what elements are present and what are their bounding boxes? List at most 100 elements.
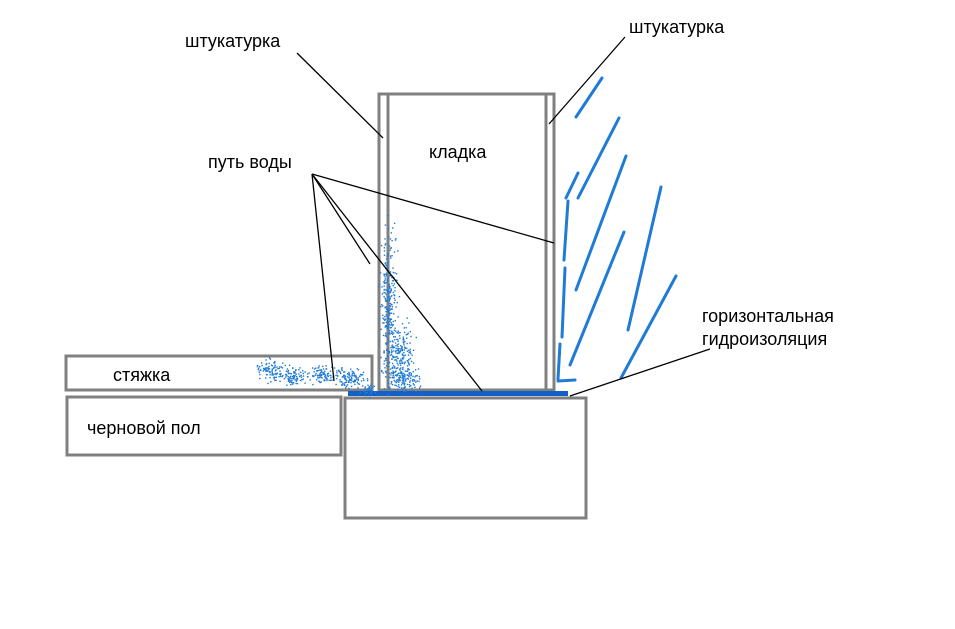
water-droplet (329, 374, 331, 376)
water-droplet (350, 382, 352, 384)
water-droplet (406, 370, 409, 372)
water-droplet (416, 375, 418, 377)
water-droplet (364, 387, 366, 389)
water-droplet (386, 320, 389, 322)
water-droplet (356, 381, 359, 383)
water-droplet (355, 376, 357, 378)
water-droplet (302, 378, 304, 380)
water-droplet (290, 382, 293, 384)
water-droplet (393, 356, 395, 358)
water-droplet (315, 367, 317, 369)
water-droplet (395, 345, 397, 347)
water-droplet (309, 379, 311, 381)
water-droplet (357, 377, 359, 379)
water-droplet (275, 369, 277, 371)
water-droplet (391, 347, 394, 349)
water-droplet (341, 383, 343, 386)
water-droplet (383, 247, 386, 249)
water-droplet (382, 334, 385, 337)
water-droplet (390, 308, 392, 310)
water-droplet (401, 362, 403, 364)
water-droplet (399, 368, 401, 370)
water-droplet (405, 389, 407, 391)
water-droplet (271, 369, 274, 371)
water-droplet (384, 297, 386, 299)
water-droplet (340, 372, 342, 375)
water-droplet (397, 330, 399, 332)
water-droplet (302, 375, 305, 377)
water-droplet (390, 324, 392, 326)
water-droplet (265, 369, 267, 372)
water-droplet (389, 249, 391, 251)
water-droplet (412, 375, 414, 378)
water-droplet (324, 375, 326, 377)
water-droplet (312, 383, 314, 386)
water-droplet (378, 340, 381, 342)
water-droplet (355, 377, 357, 379)
water-droplet (399, 351, 401, 354)
water-droplet (393, 329, 396, 331)
water-droplet (266, 370, 269, 372)
water-droplet (395, 350, 397, 352)
water-droplet (293, 377, 295, 379)
water-droplet (387, 356, 389, 358)
water-droplet (411, 354, 413, 356)
water-droplet (319, 369, 321, 371)
water-droplet (403, 342, 405, 344)
water-droplet (276, 366, 278, 368)
water-droplet (397, 357, 399, 360)
water-droplet (269, 371, 271, 374)
water-droplet (393, 346, 395, 348)
water-droplet (397, 373, 399, 376)
water-droplet (393, 376, 395, 378)
water-droplet (351, 372, 354, 374)
water-droplet (410, 372, 413, 375)
water-droplet (348, 371, 350, 374)
water-droplet (402, 341, 404, 343)
water-droplet (388, 287, 391, 290)
water-droplet (400, 347, 403, 350)
water-droplet (390, 381, 393, 383)
water-droplet (331, 379, 333, 381)
water-droplet (316, 379, 318, 381)
water-droplet (274, 372, 277, 375)
water-droplet (389, 309, 391, 311)
water-droplet (276, 372, 279, 374)
water-droplet (316, 370, 318, 372)
water-droplet (385, 335, 388, 338)
water-droplet (286, 375, 288, 377)
water-droplet (389, 285, 391, 288)
water-droplet (410, 374, 412, 376)
water-droplet (391, 366, 394, 369)
water-droplet (268, 357, 271, 359)
water-droplet (388, 289, 390, 291)
water-droplet (287, 369, 290, 372)
water-droplet (392, 324, 394, 326)
water-droplet (373, 385, 375, 388)
water-droplet (292, 382, 295, 384)
water-droplet (302, 372, 304, 375)
water-droplet (363, 379, 365, 382)
water-droplet (388, 296, 390, 298)
water-droplet (273, 378, 275, 380)
water-droplet (392, 320, 394, 323)
water-droplet (384, 244, 386, 246)
water-droplet (414, 369, 417, 371)
water-droplet (388, 298, 390, 301)
water-droplet (409, 380, 411, 382)
water-droplet (323, 373, 326, 375)
water-droplet (313, 375, 315, 377)
water-droplet (391, 358, 393, 360)
water-droplet (400, 384, 403, 386)
water-droplet (388, 283, 390, 286)
water-droplet (357, 383, 359, 385)
water-droplet (393, 302, 395, 304)
water-droplet (383, 295, 385, 298)
water-droplet (298, 369, 300, 371)
water-droplet (391, 340, 394, 342)
water-droplet (397, 385, 399, 388)
water-droplet (259, 366, 261, 368)
water-droplet (349, 375, 351, 377)
water-droplet (412, 380, 414, 382)
water-droplet (412, 378, 414, 381)
